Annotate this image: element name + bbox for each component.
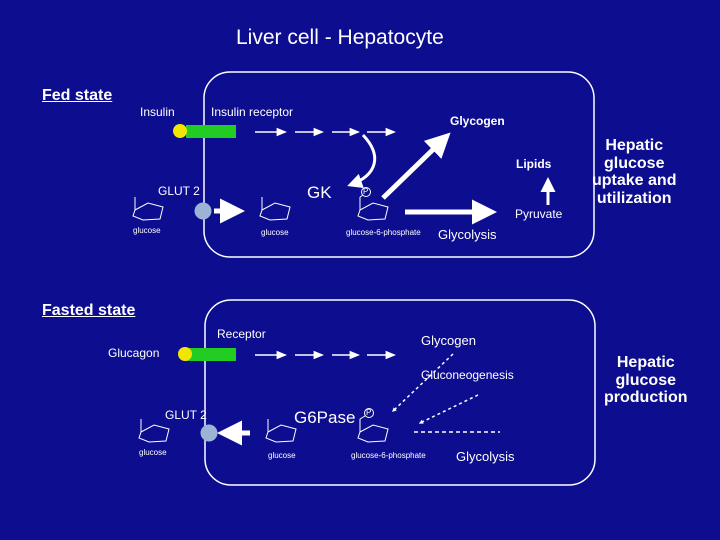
fasted-glut2-label: GLUT 2 [165,408,207,422]
page-title: Liver cell - Hepatocyte [236,26,444,49]
fed-glycogen-arrow [381,132,451,200]
fed-phosphate-label: P [363,187,369,196]
fed-phosphate-icon [361,187,371,197]
fasted-glut2-transporter [200,424,218,442]
fasted-phosphate-icon [364,408,374,418]
fed-gk-activation-arrow [347,133,377,189]
fasted-glucose-out-label: glucose [139,448,167,457]
fed-state-heading: Fed state [42,87,113,104]
fasted-g6pase-label: G6Pase [294,408,356,427]
fasted-glycolysis-label: Glycolysis [456,449,515,464]
fasted-state-heading: Fasted state [42,302,136,319]
fed-insulin-ligand [173,124,187,138]
fasted-gluconeogenesis-arrow [418,394,479,424]
fasted-cell-outline [204,299,596,486]
fed-side-label: Hepatic glucose uptake and utilization [592,137,677,207]
fed-cell-outline [203,71,595,258]
fed-glut2-label: GLUT 2 [158,184,200,198]
fasted-gluconeogenesis-label: Gluconeogenesis [421,368,514,382]
fasted-g6p-molecule [357,415,389,443]
fed-g6p-label: glucose-6-phosphate [346,228,421,237]
fed-glucose-in-molecule [259,197,291,221]
fed-glut2-transporter [194,202,212,220]
fasted-phosphate-label: P [366,408,372,417]
fasted-glucagon-ligand [178,347,192,361]
fed-glycogen-label: Glycogen [450,114,505,128]
fed-glucose-in-label: glucose [261,228,289,237]
fasted-g6p-label: glucose-6-phosphate [351,451,426,460]
fed-glycolysis-label: Glycolysis [438,227,497,242]
fed-insulin-receptor [186,125,236,138]
fasted-glucose-in-label: glucose [268,451,296,460]
fasted-receptor-label: Receptor [217,327,266,341]
fed-glucose-out-molecule [132,197,164,221]
fasted-side-label: Hepatic glucose production [604,354,688,407]
fasted-glycogen-label: Glycogen [421,333,476,348]
fed-insulin-receptor-label: Insulin receptor [211,105,294,119]
fasted-glucose-out-molecule [138,419,170,443]
fed-g6p-molecule [357,194,389,221]
fed-glucose-out-label: glucose [133,226,161,235]
fasted-glucose-in-molecule [265,419,297,443]
fasted-glucagon-receptor [186,348,236,361]
fed-lipids-label: Lipids [516,157,552,171]
fasted-glycogenolysis-arrow [392,353,454,412]
fasted-glucagon-label: Glucagon [108,346,160,360]
fed-gk-label: GK [307,183,332,202]
fed-insulin-label: Insulin [140,105,175,119]
fed-pyruvate-label: Pyruvate [515,207,563,221]
